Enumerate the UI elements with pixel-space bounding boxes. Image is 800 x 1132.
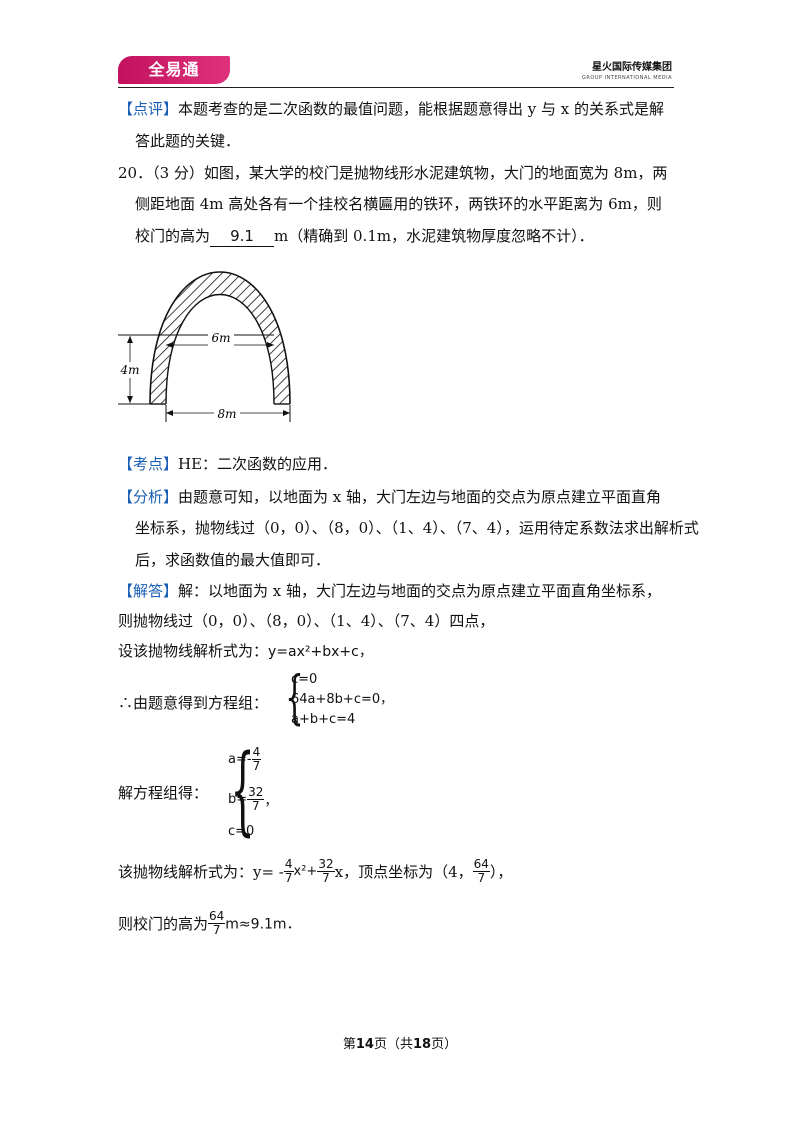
page-footer: 第14页（共18页）: [0, 1033, 800, 1052]
result-f1-den: 7: [284, 871, 293, 885]
solution-brace: {: [230, 734, 255, 846]
equation-2: 64a+8b+c=0，: [291, 692, 394, 707]
brand-logo: 全易通: [118, 56, 230, 84]
kaodian-line: 【考点】HE：二次函数的应用．: [118, 454, 337, 474]
fenxi-line-2: 坐标系，抛物线过（0，0）、（8，0）、（1、4）、（7、4），运用待定系数法求…: [135, 519, 699, 537]
equation-1: c=0: [291, 672, 318, 687]
result-mid: x²+: [293, 864, 318, 879]
sol-a-den: 7: [252, 759, 261, 773]
dimension-6m: 6m: [118, 329, 274, 348]
fenxi-tag: 【分析】: [118, 488, 179, 506]
gate-figure: 6m 4m 8m: [118, 271, 291, 422]
dimension-8m: 8m: [165, 405, 291, 422]
answer-blank: 9.1: [210, 226, 275, 247]
kaodian-text: HE：二次函数的应用．: [178, 455, 338, 473]
sol-b-post: ，: [264, 794, 278, 809]
label-6m: 6m: [211, 331, 230, 345]
result-f2-den: 7: [322, 871, 330, 885]
result-f1-num: 4: [283, 857, 294, 872]
sol-a-num: 4: [251, 745, 262, 760]
sol-b-pre: b=: [228, 792, 248, 807]
sol-b-num: 32: [247, 785, 265, 800]
company-name: 星火国际传媒集团 GROUP INTERNATIONAL MEDIA: [582, 62, 672, 84]
fenxi-line-1: 【分析】由题意可知，以地面为 x 轴，大门左边与地面的交点为原点建立平面直角: [118, 487, 661, 507]
solution-c: c=0: [228, 824, 255, 839]
sol-a-pre: a=-: [228, 752, 252, 767]
result-pre: 该抛物线解析式为：y= -: [118, 863, 284, 881]
equation-system: c=0 64a+8b+c=0， a+b+c=4: [291, 670, 393, 730]
footer-page: 14: [355, 1037, 374, 1052]
label-4m: 4m: [119, 363, 139, 377]
system-label: ∴由题意得到方程组：: [118, 694, 269, 712]
jieda-line-2: 则抛物线过（0，0）、（8，0）、（1、4）、（7、4）四点，: [118, 612, 495, 630]
final-num: 64: [208, 909, 226, 924]
review-text-1: 本题考查的是二次函数的最值问题，能根据题意得出 y 与 x 的关系式是解: [178, 100, 665, 118]
fenxi-text-1: 由题意可知，以地面为 x 轴，大门左边与地面的交点为原点建立平面直角: [178, 488, 662, 506]
review-line-1: 【点评】本题考查的是二次函数的最值问题，能根据题意得出 y 与 x 的关系式是解: [118, 99, 664, 119]
dimension-4m: 4m: [118, 336, 158, 405]
jieda-line-3: 设该抛物线解析式为：y=ax²+bx+c，: [118, 641, 373, 662]
question-text-3a: 校门的高为: [135, 227, 211, 245]
jieda-line-1: 【解答】解：以地面为 x 轴，大门左边与地面的交点为原点建立平面直角坐标系，: [118, 581, 661, 601]
footer-pre: 第: [342, 1037, 356, 1052]
question-line-1: 20．（3 分）如图，某大学的校门是抛物线形水泥建筑物，大门的地面宽为 8m，两: [118, 164, 668, 182]
final-pre: 则校门的高为: [118, 915, 209, 933]
result-f2-num: 32: [317, 857, 335, 872]
review-line-2: 答此题的关键．: [135, 132, 241, 150]
review-tag: 【点评】: [118, 100, 179, 118]
result-post: ），: [489, 863, 513, 881]
question-line-2: 侧距地面 4m 高处各有一个挂校名横匾用的铁环，两铁环的水平距离为 6m，则: [135, 195, 662, 213]
kaodian-tag: 【考点】: [118, 455, 179, 473]
final-post: m≈9.1m．: [225, 916, 301, 933]
company-name-text: 星火国际传媒集团: [592, 62, 672, 73]
footer-post: 页）: [431, 1037, 458, 1052]
general-formula: y=ax²+bx+c，: [268, 644, 373, 660]
result-f3-den: 7: [477, 871, 486, 885]
brand-logo-text: 全易通: [148, 60, 200, 79]
final-den: 7: [212, 923, 221, 937]
result-f3-num: 64: [472, 857, 490, 872]
footer-total: 18: [413, 1037, 432, 1052]
jieda-tag: 【解答】: [118, 582, 179, 600]
footer-mid: 页（共: [373, 1037, 413, 1052]
company-sub-text: GROUP INTERNATIONAL MEDIA: [582, 75, 672, 81]
equation-3: a+b+c=4: [291, 712, 356, 727]
result-mid2: x，顶点坐标为（4，: [334, 863, 473, 881]
fenxi-line-3: 后，求函数值的最大值即可．: [135, 551, 331, 569]
jieda-text-3: 设该抛物线解析式为：: [118, 642, 269, 660]
label-8m: 8m: [217, 407, 236, 421]
gate-wall: [149, 271, 291, 405]
system-brace: {: [285, 663, 304, 731]
header-divider: [118, 87, 674, 88]
solve-label: 解方程组得：: [118, 784, 209, 802]
jieda-text-1: 解：以地面为 x 轴，大门左边与地面的交点为原点建立平面直角坐标系，: [178, 582, 662, 600]
question-text-3b: m（精确到 0.1m，水泥建筑物厚度忽略不计）．: [274, 227, 594, 245]
sol-b-den: 7: [251, 799, 260, 813]
